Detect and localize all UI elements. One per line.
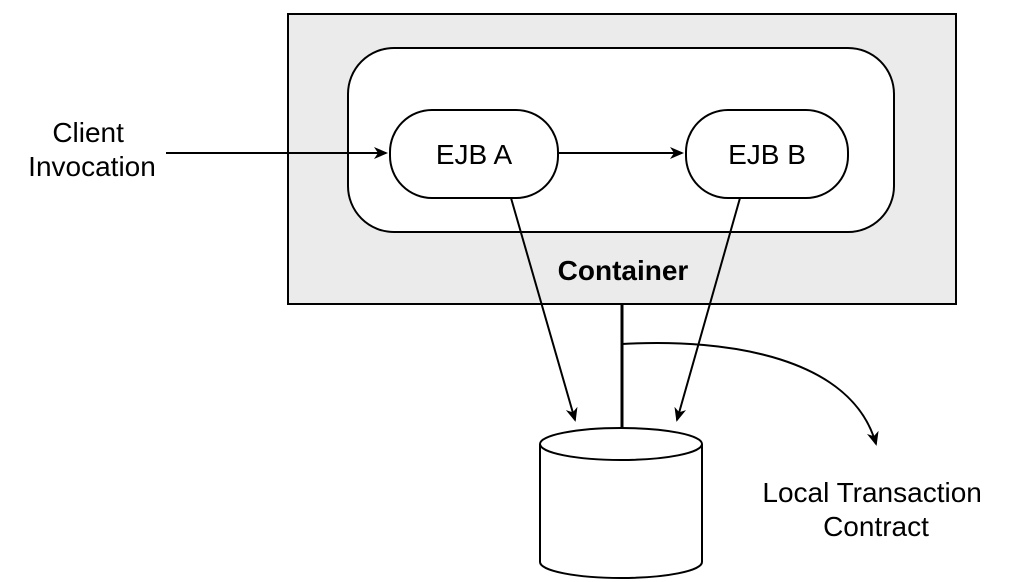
ejb-b-label: EJB B bbox=[728, 139, 806, 170]
container-label: Container bbox=[558, 255, 689, 286]
ejb-a-to-database-arrow bbox=[510, 197, 578, 422]
client-invocation-label: Client Invocation bbox=[28, 117, 156, 182]
ejb-b-to-database-arrow bbox=[674, 197, 741, 422]
client-invocation-line-1: Client bbox=[52, 117, 124, 148]
database-top bbox=[539, 427, 703, 461]
ejb-b-box bbox=[685, 109, 849, 199]
ejb-b-node: EJB B bbox=[685, 109, 849, 199]
ejb-a-label: EJB A bbox=[436, 139, 513, 170]
local-transaction-contract-arrow bbox=[621, 342, 879, 446]
client-invocation-line-2: Invocation bbox=[28, 151, 156, 182]
database-body bbox=[539, 444, 703, 579]
local-transaction-contract-line-1: Local Transaction bbox=[762, 477, 981, 508]
ejb-a-node: EJB A bbox=[389, 109, 559, 199]
database-cylinder-icon bbox=[539, 427, 703, 579]
local-transaction-contract-label: Local Transaction Contract bbox=[762, 477, 989, 542]
local-transaction-contract-line-2: Contract bbox=[823, 511, 929, 542]
